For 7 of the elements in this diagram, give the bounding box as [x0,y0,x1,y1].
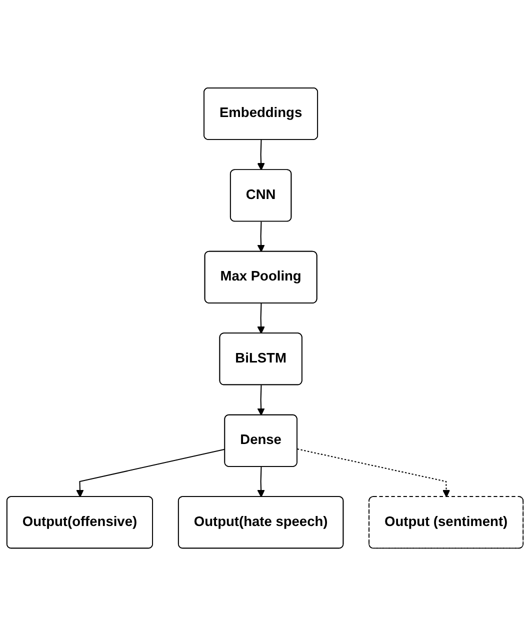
arrow [257,386,265,416]
arrow [257,304,265,334]
arrow [257,222,265,253]
arrow [257,140,265,171]
arrow [257,467,265,498]
arrow [297,449,450,498]
arrow [76,449,226,498]
